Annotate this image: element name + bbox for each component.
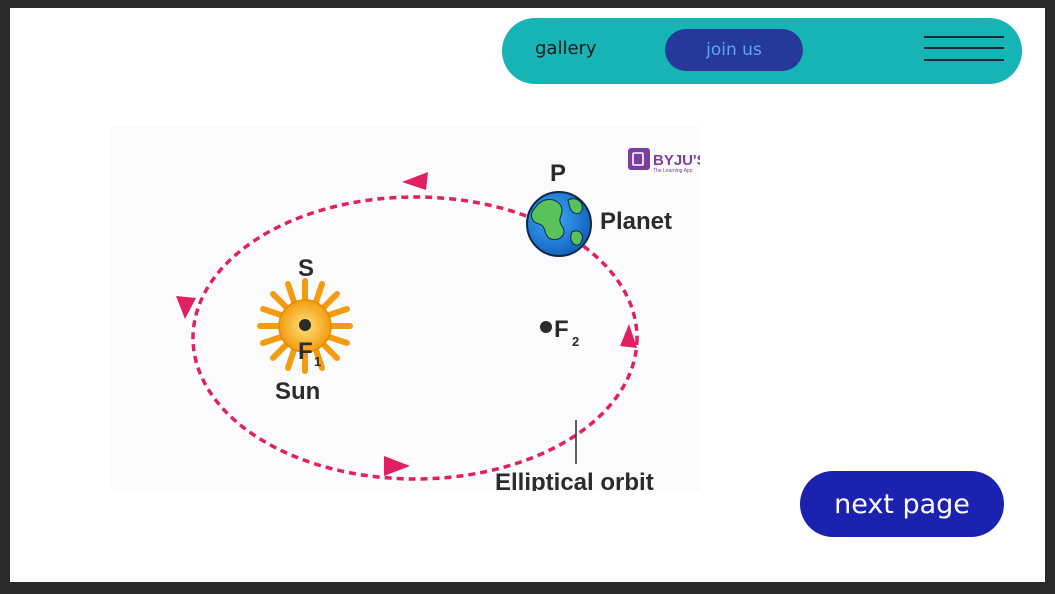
focus2-dot: [540, 321, 552, 333]
orbit-diagram-svg: BYJU'S The Learning App: [176, 148, 700, 491]
hamburger-menu-icon[interactable]: [924, 36, 1004, 66]
page-frame: gallery join us: [10, 8, 1045, 582]
focus1-dot: [299, 319, 311, 331]
top-navbar: gallery join us: [502, 18, 1022, 84]
orbit-arrow-left: [176, 296, 196, 319]
elliptical-orbit-diagram: BYJU'S The Learning App: [110, 126, 700, 491]
nav-gallery-link[interactable]: gallery: [535, 38, 597, 59]
point-p-label: P: [550, 160, 566, 187]
byjus-logo: BYJU'S The Learning App: [628, 148, 700, 174]
point-s-label: S: [298, 255, 314, 282]
logo-subtext: The Learning App: [653, 168, 693, 174]
orbit-arrow-right: [620, 324, 637, 348]
elliptical-orbit-label: Elliptical orbit: [495, 469, 654, 491]
planet-earth-icon: [526, 191, 592, 257]
logo-text: BYJU'S: [653, 152, 700, 169]
join-us-button[interactable]: join us: [665, 29, 803, 71]
focus2-label: F: [554, 316, 569, 343]
focus2-subscript: 2: [572, 334, 579, 349]
focus1-subscript: 1: [314, 354, 321, 369]
focus1-label: F: [298, 338, 313, 365]
elliptical-orbit-path: [191, 195, 639, 481]
planet-label: Planet: [600, 208, 672, 235]
orbit-arrow-bottom: [384, 456, 410, 476]
next-page-button[interactable]: next page: [800, 471, 1004, 537]
sun-label: Sun: [275, 378, 320, 405]
orbit-arrow-top: [402, 172, 428, 190]
